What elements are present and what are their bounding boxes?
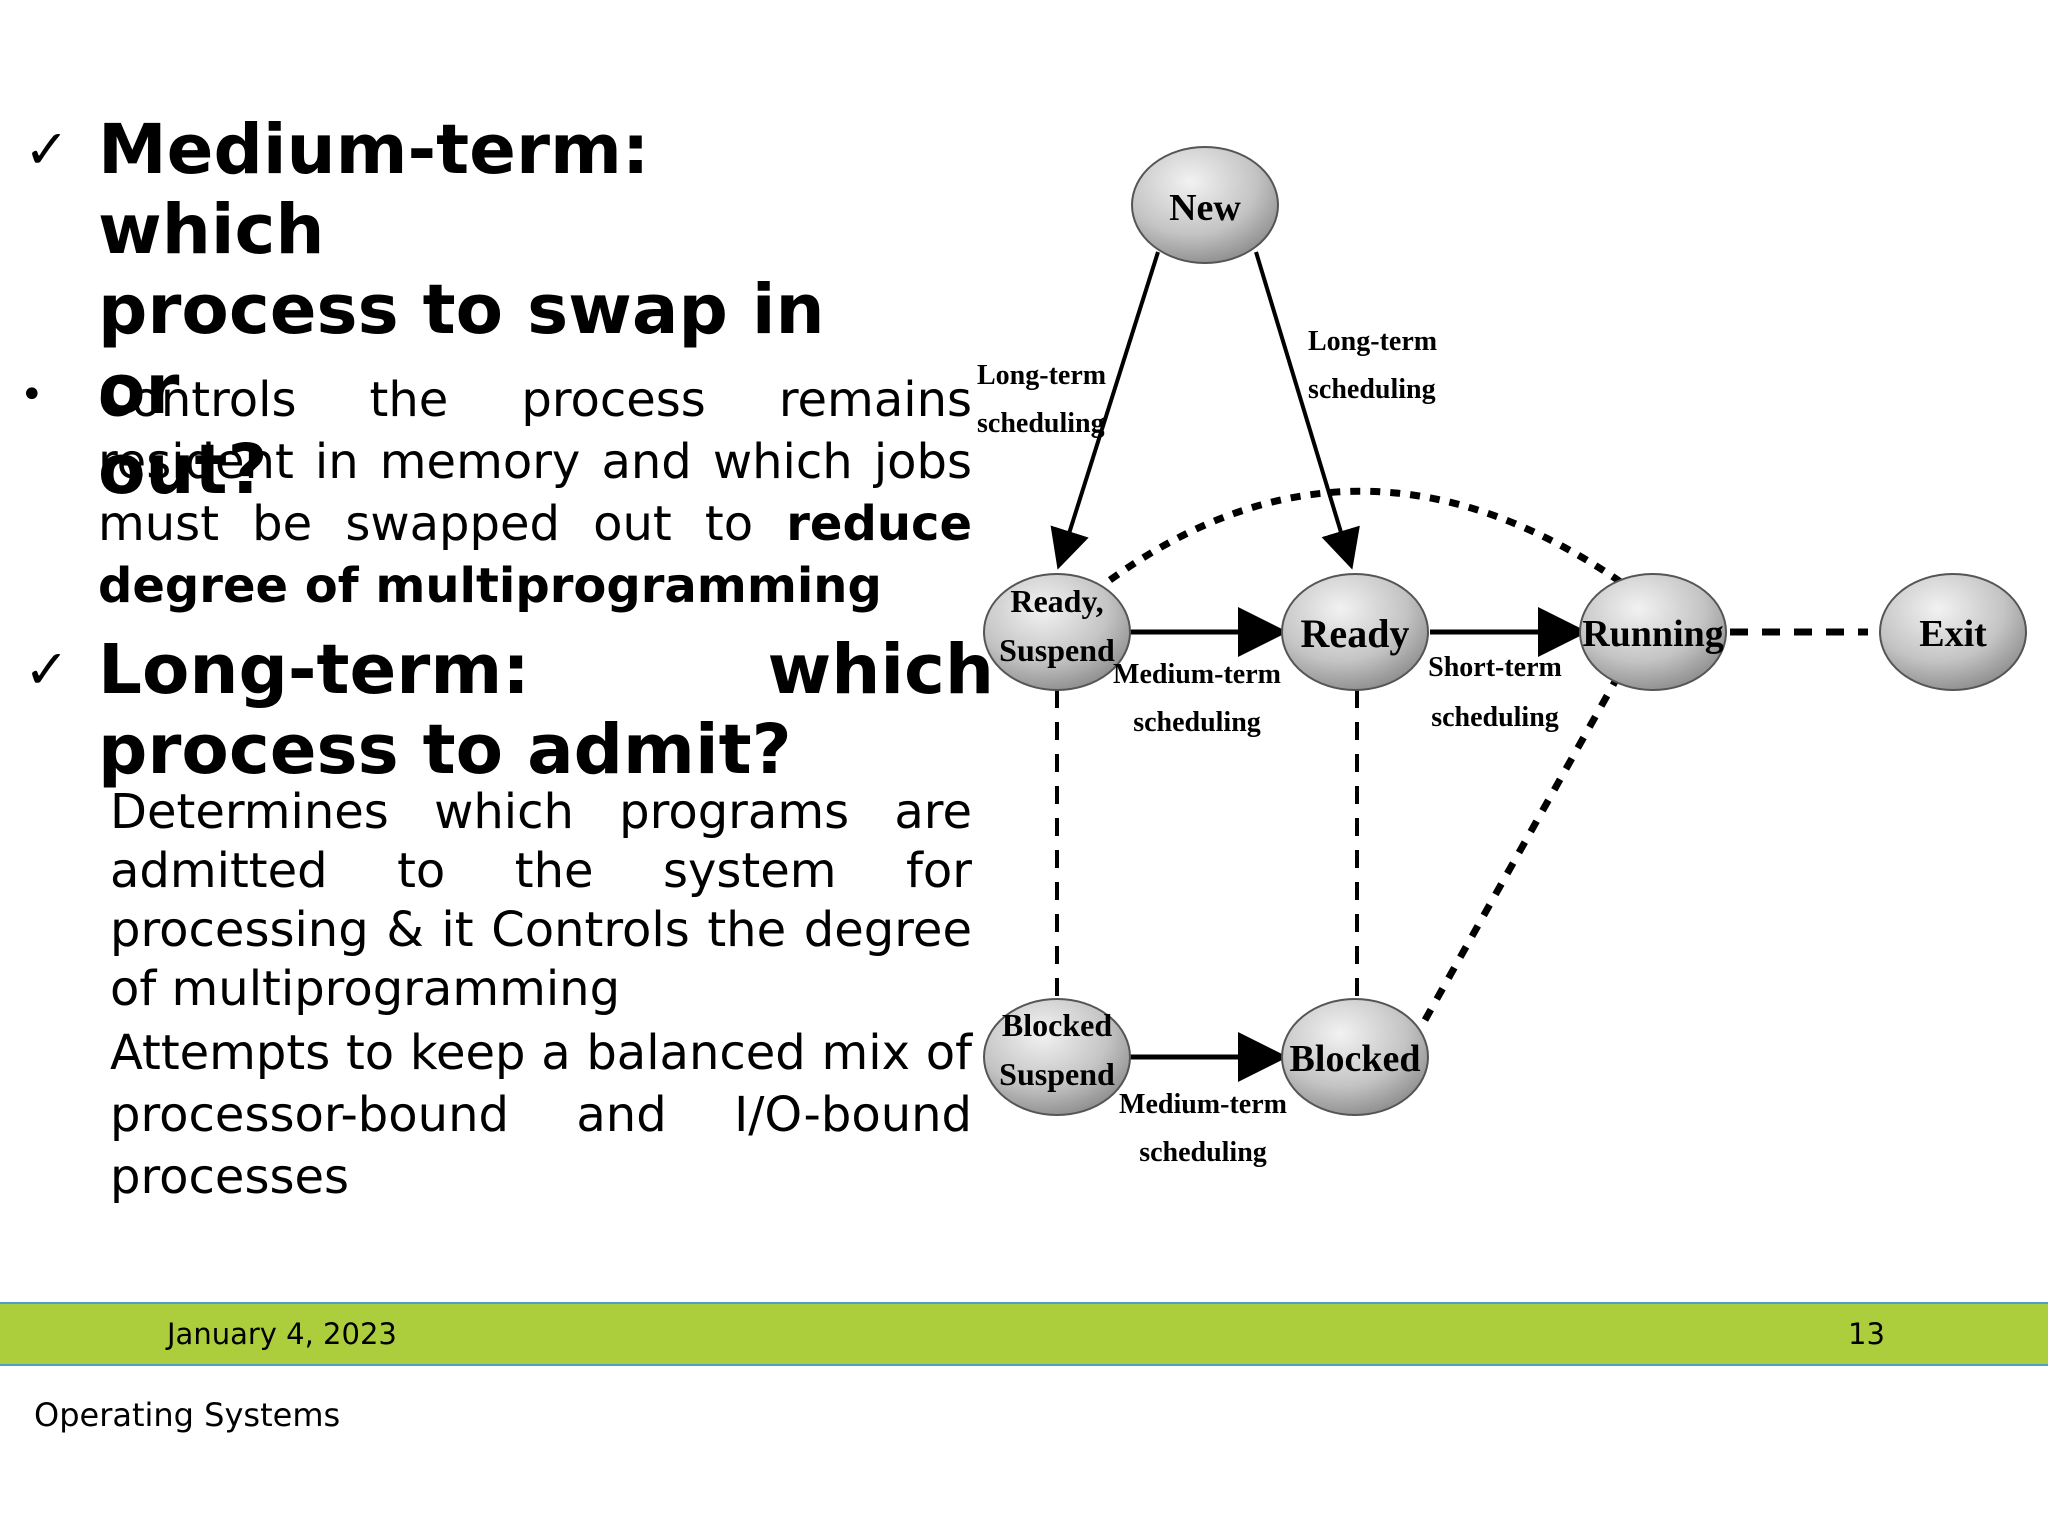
medium-term-description: Controls the process remains resident in… (98, 369, 972, 617)
footer-date: January 4, 2023 (167, 1317, 397, 1351)
medium-term-description-text: Controls the process remains resident in… (98, 372, 972, 552)
heading-long-term-text: Long-term: which process to admit? (98, 630, 994, 790)
process-state-diagram: New Ready, Suspend Ready Running Exit Bl… (977, 146, 2027, 1168)
edge-new-to-ready (1254, 251, 1360, 570)
svg-text:Short-term: Short-term (1428, 652, 1562, 683)
svg-text:Long-term: Long-term (1308, 326, 1437, 357)
edge-new-to-ready-suspend (1050, 251, 1160, 570)
svg-text:scheduling: scheduling (1308, 374, 1436, 405)
svg-text:scheduling: scheduling (1431, 702, 1559, 733)
svg-text:scheduling: scheduling (1133, 707, 1261, 738)
edge-running-to-ready-suspend-dashed (1107, 487, 1628, 588)
heading-line: Long-term: which (98, 630, 994, 710)
label-short-term: Short-term scheduling (1428, 652, 1562, 733)
checkmark-icon: ✓ (24, 118, 70, 181)
svg-text:Running: Running (1582, 613, 1724, 655)
svg-text:Ready,: Ready, (1010, 583, 1103, 619)
page-number: 13 (1848, 1317, 1885, 1351)
node-ready-suspend: Ready, Suspend (983, 573, 1131, 691)
heading-line: process to swap in or (98, 270, 825, 430)
node-new: New (1131, 146, 1279, 264)
long-term-description: Determines which programs are admitted t… (110, 784, 972, 1017)
heading-line: out? (98, 430, 268, 510)
node-ready: Ready (1281, 573, 1429, 691)
svg-text:scheduling: scheduling (977, 408, 1105, 439)
label-medium-term-blocked: Medium-term scheduling (1119, 1089, 1287, 1168)
svg-text:Ready: Ready (1301, 611, 1410, 656)
svg-text:Suspend: Suspend (999, 1056, 1115, 1092)
node-exit: Exit (1879, 573, 2027, 691)
medium-term-description-bold: reduce degree of multiprogramming (98, 496, 972, 614)
svg-text:Medium-term: Medium-term (1113, 659, 1281, 690)
label-long-term-right: Long-term scheduling (1308, 326, 1437, 405)
checkmark-icon: ✓ (24, 638, 70, 701)
node-blocked: Blocked (1281, 998, 1429, 1116)
heading-medium-term: ✓ Medium-term: which process to swap in … (24, 110, 844, 510)
svg-text:Blocked: Blocked (1002, 1007, 1112, 1043)
footer-course-title: Operating Systems (34, 1396, 341, 1434)
svg-text:Blocked: Blocked (1290, 1038, 1421, 1080)
label-medium-term-ready: Medium-term scheduling (1113, 659, 1281, 738)
svg-text:Long-term: Long-term (977, 360, 1106, 391)
svg-text:scheduling: scheduling (1139, 1137, 1267, 1168)
svg-text:Medium-term: Medium-term (1119, 1089, 1287, 1120)
heading-long-term: ✓ Long-term: which process to admit? (24, 630, 994, 795)
svg-text:Suspend: Suspend (999, 632, 1115, 668)
footer-bar: January 4, 2023 13 (0, 1302, 2048, 1366)
node-running: Running (1579, 573, 1727, 691)
bullet-icon: • (20, 372, 44, 418)
svg-text:Exit: Exit (1919, 613, 1987, 655)
long-term-mix-description: Attempts to keep a balanced mix of proce… (110, 1025, 972, 1205)
heading-medium-term-text: Medium-term: which process to swap in or… (98, 110, 844, 510)
edge-blocked-to-running-dashed (1421, 676, 1621, 1022)
node-blocked-suspend: Blocked Suspend (983, 998, 1131, 1116)
heading-line: process to admit? (98, 710, 792, 790)
label-long-term-left: Long-term scheduling (977, 360, 1106, 439)
heading-line: Medium-term: which (98, 110, 650, 270)
svg-text:New: New (1169, 187, 1241, 229)
